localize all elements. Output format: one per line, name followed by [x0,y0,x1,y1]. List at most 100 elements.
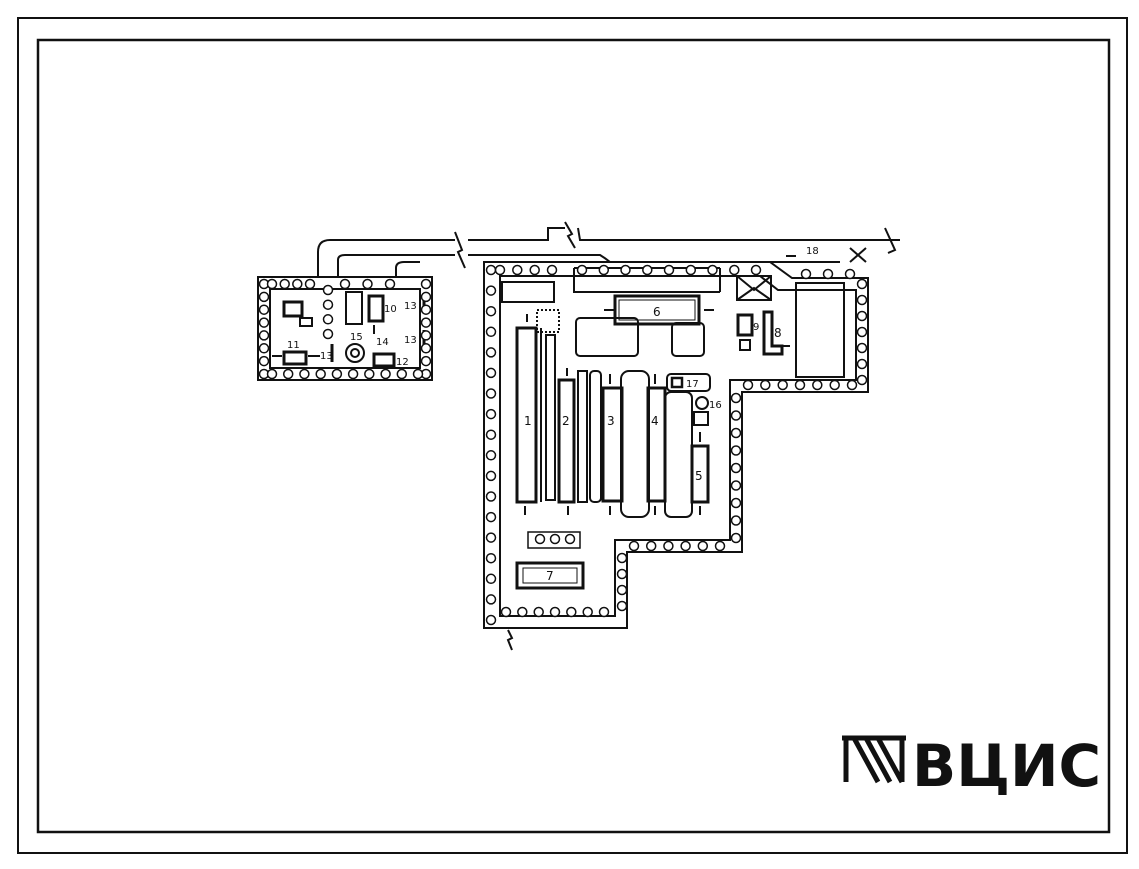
building-12 [372,352,396,368]
label-18: 18 [806,246,819,257]
storage-area [501,281,555,303]
publisher-logo: ВЦИС [842,732,1101,800]
tree-icon [856,278,868,290]
access-road [317,227,900,278]
building-4 [646,386,667,503]
tree-icon [485,532,497,543]
tree-icon [730,392,742,404]
tree-icon [485,408,497,420]
small-box [693,411,709,426]
tree-icon [582,606,593,618]
label-6: 6 [653,305,661,319]
tree-icon [730,515,742,526]
building-5 [690,444,710,504]
tree-icon [282,368,294,380]
tree-icon [384,278,396,290]
narrow-shed [589,370,602,503]
tree-icon [258,304,270,315]
tree-icon [299,368,310,380]
tree-icon [685,264,697,276]
tree-icon [512,264,523,276]
tree-icon [485,305,497,317]
left-compound-fence [257,276,433,381]
tree-icon [645,540,657,552]
tree-icon [566,606,577,618]
building-11 [282,350,308,366]
tree-icon [485,614,497,626]
tree-icon [292,278,303,290]
tree-icon [856,374,868,386]
tree-icon [549,606,561,618]
tree-icon [620,264,631,276]
main-site-fence [483,261,869,629]
tree-icon [485,594,497,605]
tree-icon [266,278,278,290]
label-17: 17 [686,379,699,390]
building-17 [666,373,711,392]
label-2: 2 [562,414,570,428]
label-13-c: 13 [320,351,333,362]
tree-icon [794,379,806,391]
tree-icon [322,328,334,340]
label-8: 8 [774,326,782,340]
left-small-box [299,317,313,327]
left-small-building [282,300,304,318]
dotted-box [536,309,560,333]
tree-icon [730,410,742,421]
tree-icon [258,355,270,367]
tree-icon [800,268,812,280]
left-compound-road [395,261,420,278]
intersection-cross [849,247,867,263]
tree-icon [420,330,432,341]
building-6-inner [618,299,696,321]
tank-15 [345,343,365,363]
tree-icon [485,552,497,564]
tree-icon [616,568,628,580]
tree-icon [856,294,868,306]
tree-icon [485,326,497,338]
tree-icon [322,314,334,325]
label-13-a: 13 [404,301,417,312]
tree-icon [616,584,628,596]
tree-icon [856,310,868,322]
tree-icon [485,388,497,399]
tree-icon [598,606,610,618]
pen-right [671,322,705,357]
tree-icon [420,278,432,290]
tree-icon [534,533,546,545]
tree-icon [304,278,316,290]
tree-icon [485,450,497,461]
building-14-outline [345,291,363,325]
tree-icon [616,552,628,564]
building-2 [557,378,576,504]
access-road [337,254,840,278]
tree-icon [856,326,868,338]
tree-icon [576,264,588,276]
label-12: 12 [396,357,409,368]
tree-icon [258,317,270,328]
tree-icon [680,540,691,552]
label-15: 15 [350,332,363,343]
tree-icon [730,445,742,456]
tree-icon [777,379,788,391]
tree-icon [822,268,834,280]
triangle-block [736,275,772,301]
tree-icon [533,606,544,618]
tree-icon [279,278,290,290]
tree-icon [420,343,432,354]
tree-icon [517,606,528,618]
logo-text: ВЦИС [912,732,1101,800]
tree-icon [485,367,497,379]
label-16: 16 [709,400,722,411]
building-10 [367,294,385,323]
outer-frame [17,17,1128,854]
tree-icon [598,264,610,276]
open-yard [795,282,845,378]
tree-icon [760,379,771,391]
tree-icon [546,264,558,276]
building-1 [515,326,538,504]
small-square [739,339,751,351]
tree-icon [485,264,497,276]
road-break [564,221,576,249]
